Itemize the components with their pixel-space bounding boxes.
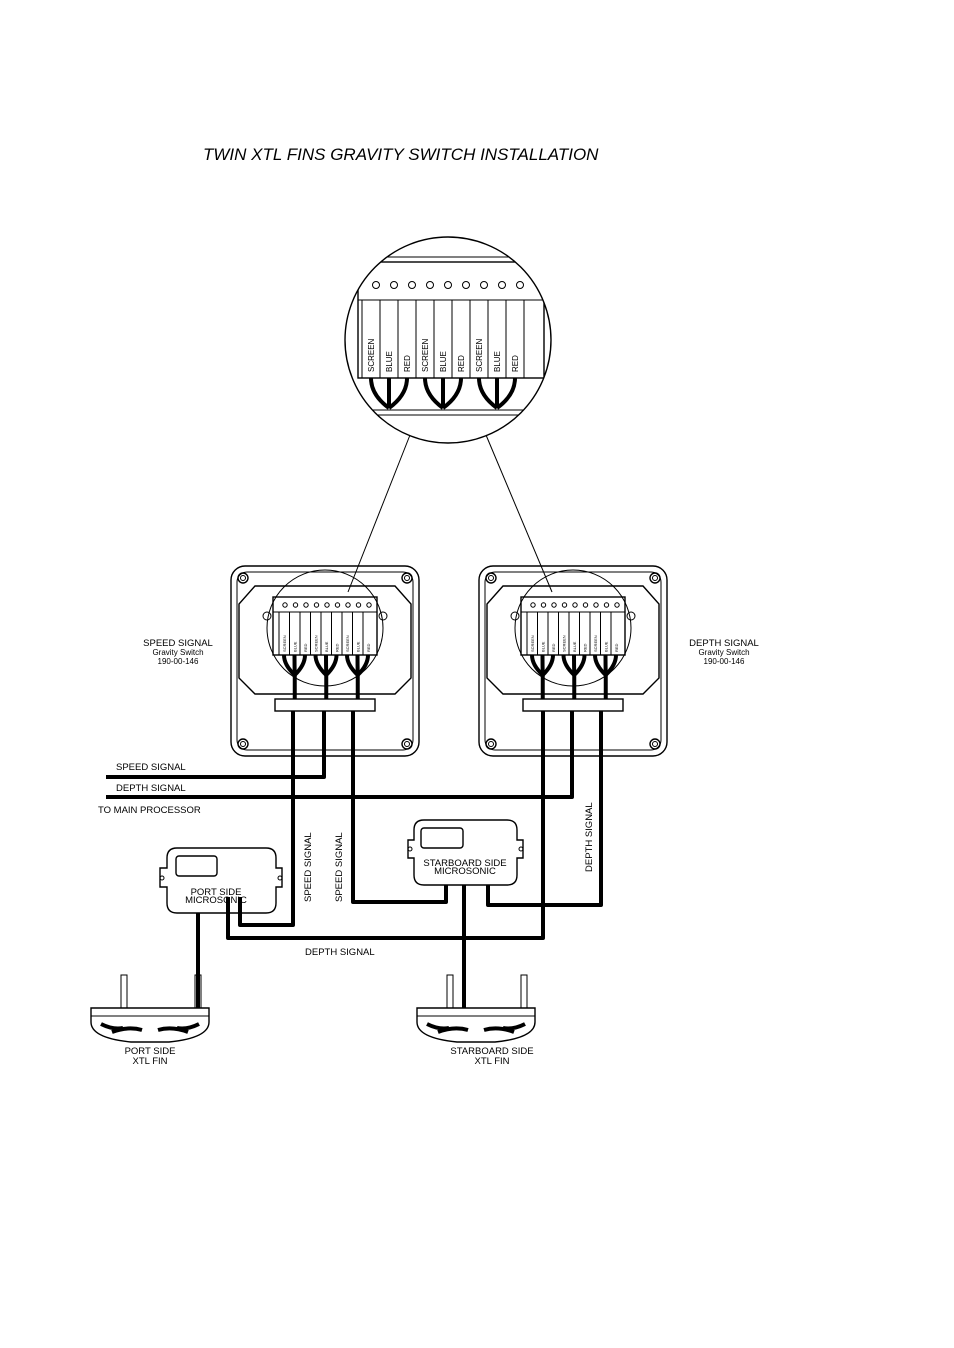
svg-text:PORT SIDE: PORT SIDE [191, 887, 242, 898]
terminal-label: SCREEN [475, 338, 484, 372]
svg-text:PORT SIDE: PORT SIDE [125, 1046, 176, 1057]
diagram-title: TWIN XTL FINS GRAVITY SWITCH INSTALLATIO… [203, 145, 599, 164]
svg-text:MICROSONIC: MICROSONIC [434, 866, 496, 877]
depth-signal-cable-to-processor [106, 755, 574, 799]
depth-gravity-switch-box: SCREEN BLUE RED SCREEN BLUE RED SCREEN BLUE RED [478, 565, 668, 757]
terminal-detail-magnifier: SCREEN BLUE RED SCREEN BLUE RED SCREEN BLUE RED [344, 236, 553, 593]
speed-signal-cable-to-processor [106, 755, 326, 779]
speed-switch-label: SPEED SIGNAL Gravity Switch 190-00-146 [143, 638, 213, 666]
terminal-label: SCREEN [562, 635, 567, 652]
svg-text:Gravity Switch: Gravity Switch [698, 648, 749, 657]
terminal-label: RED [614, 643, 619, 652]
starboard-fin-label: STARBOARD SIDE XTL FIN [450, 1046, 533, 1067]
speed-signal-label: SPEED SIGNAL [116, 762, 186, 773]
starboard-speed-cable [351, 755, 448, 904]
terminal-label: BLUE [541, 641, 546, 652]
svg-text:DEPTH SIGNAL: DEPTH SIGNAL [689, 638, 759, 649]
depth-switch-label: DEPTH SIGNAL Gravity Switch 190-00-146 [689, 638, 759, 666]
port-side-microsonic: PORT SIDE MICROSONIC [159, 847, 283, 914]
terminal-label: RED [403, 355, 412, 372]
starboard-side-microsonic: STARBOARD SIDE MICROSONIC [407, 819, 524, 886]
leader-line-left [347, 434, 411, 593]
terminal-label: BLUE [493, 351, 502, 372]
svg-text:XTL FIN: XTL FIN [474, 1056, 509, 1067]
terminal-label: RED [511, 355, 520, 372]
svg-text:STARBOARD SIDE: STARBOARD SIDE [423, 858, 506, 869]
svg-text:STARBOARD SIDE: STARBOARD SIDE [450, 1046, 533, 1057]
terminal-label: SCREEN [367, 338, 376, 372]
svg-text:SPEED SIGNAL: SPEED SIGNAL [143, 638, 213, 649]
terminal-label: BLUE [604, 641, 609, 652]
terminal-label: SCREEN [421, 338, 430, 372]
port-speed-cable [238, 755, 295, 927]
terminal-label: BLUE [356, 641, 361, 652]
microsonic-display [420, 827, 464, 849]
terminal-label: RED [335, 643, 340, 652]
terminal-label: RED [457, 355, 466, 372]
leader-line-right [485, 434, 553, 593]
terminal-label: SCREEN [345, 635, 350, 652]
cables [106, 755, 603, 1008]
speed-signal-vertical-label-1: SPEED SIGNAL [303, 832, 314, 902]
svg-text:MICROSONIC: MICROSONIC [185, 895, 247, 906]
terminal-label: BLUE [293, 641, 298, 652]
terminal-label: SCREEN [530, 635, 535, 652]
depth-signal-vertical-label: DEPTH SIGNAL [584, 802, 595, 872]
terminal-label: RED [551, 643, 556, 652]
terminal-label: SCREEN [314, 635, 319, 652]
terminal-label: RED [366, 643, 371, 652]
terminal-label: SCREEN [282, 635, 287, 652]
terminal-label: BLUE [385, 351, 394, 372]
magnifier-circle [344, 236, 552, 444]
terminal-label: RED [583, 643, 588, 652]
terminal-label: SCREEN [593, 635, 598, 652]
svg-text:XTL FIN: XTL FIN [132, 1056, 167, 1067]
to-main-processor-label: TO MAIN PROCESSOR [98, 805, 201, 816]
svg-text:Gravity Switch: Gravity Switch [152, 648, 203, 657]
svg-text:190-00-146: 190-00-146 [158, 657, 199, 666]
microsonic-display [175, 855, 218, 877]
port-depth-cable [226, 755, 545, 940]
speed-signal-vertical-label-2: SPEED SIGNAL [334, 832, 345, 902]
port-fin-label: PORT SIDE XTL FIN [125, 1046, 176, 1067]
terminal-label: BLUE [572, 641, 577, 652]
starboard-side-xtl-fin [416, 974, 536, 1043]
port-side-xtl-fin [90, 974, 210, 1043]
speed-gravity-switch-box: SCREEN BLUE RED SCREEN BLUE RED SCREEN BLUE RED [230, 565, 420, 757]
depth-signal-label: DEPTH SIGNAL [116, 783, 186, 794]
svg-text:190-00-146: 190-00-146 [704, 657, 745, 666]
depth-signal-bottom-label: DEPTH SIGNAL [305, 947, 375, 958]
terminal-label: BLUE [439, 351, 448, 372]
terminal-label: RED [303, 643, 308, 652]
terminal-label: BLUE [324, 641, 329, 652]
